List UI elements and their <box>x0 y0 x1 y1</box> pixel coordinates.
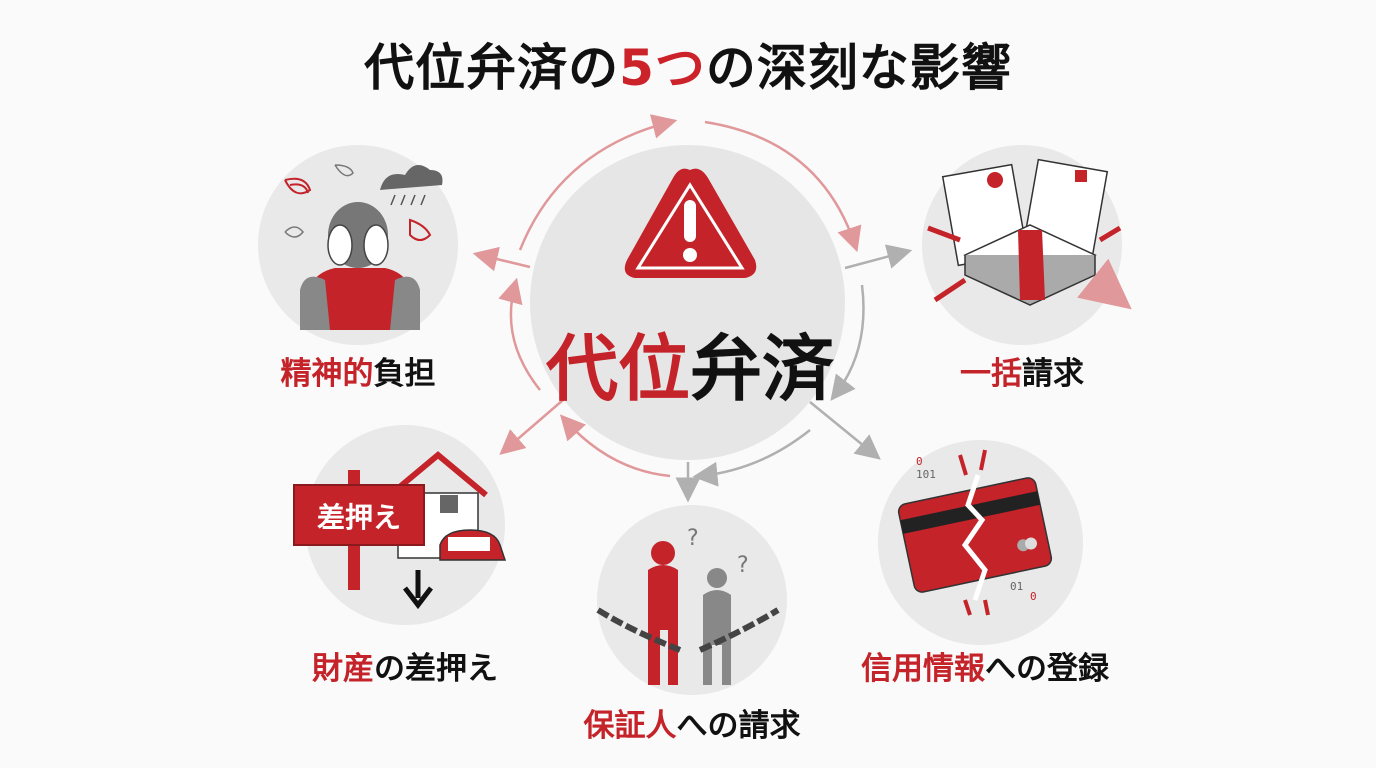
distressed-person-icon <box>284 164 443 330</box>
label-guarantor: 保証人への請求 <box>560 700 824 745</box>
label-black: 負担 <box>373 356 436 392</box>
guarantor-circle <box>597 505 787 695</box>
seizure-sign-house-car-icon: 差押え <box>293 451 507 610</box>
label-red: 保証人 <box>583 708 677 744</box>
radial-arrows <box>472 244 913 503</box>
label-black: 請求 <box>1022 356 1084 392</box>
label-seizure: 財産の差押え <box>280 643 530 688</box>
svg-text:?: ? <box>687 526 699 551</box>
svg-text:0: 0 <box>916 455 923 468</box>
label-black: への登録 <box>985 651 1109 687</box>
center-label-black: 弁済 <box>690 327 835 411</box>
svg-text:0: 0 <box>1030 590 1037 603</box>
label-black: への請求 <box>676 708 801 744</box>
title-accent: 5つ <box>619 39 706 97</box>
label-lump-sum: 一括請求 <box>922 348 1122 393</box>
label-mental-burden: 精神的負担 <box>258 348 458 393</box>
title-suffix: の深刻な影響 <box>705 39 1012 97</box>
seizure-sign-text: 差押え <box>317 501 401 534</box>
center-label-red: 代位 <box>545 327 690 411</box>
label-red: 信用情報 <box>861 651 985 687</box>
cycle-arrows <box>498 114 865 487</box>
chained-guarantors-icon: ? ? <box>596 526 780 685</box>
svg-text:?: ? <box>737 553 749 578</box>
title-prefix: 代位弁済の <box>364 39 620 97</box>
page-title: 代位弁済の5つの深刻な影響 <box>0 28 1376 100</box>
money-stack-documents-icon <box>927 158 1120 305</box>
broken-credit-card-icon: 0 101 01 0 <box>897 449 1053 616</box>
svg-text:01: 01 <box>1010 580 1023 593</box>
svg-text:101: 101 <box>916 468 936 481</box>
center-label: 代位弁済 <box>540 310 840 415</box>
label-red: 精神的 <box>280 356 374 392</box>
warning-triangle-icon <box>624 168 757 278</box>
label-credit: 信用情報への登録 <box>840 643 1130 688</box>
label-red: 財産 <box>312 651 374 687</box>
label-red: 一括 <box>960 356 1022 392</box>
label-black: の差押え <box>374 651 498 687</box>
